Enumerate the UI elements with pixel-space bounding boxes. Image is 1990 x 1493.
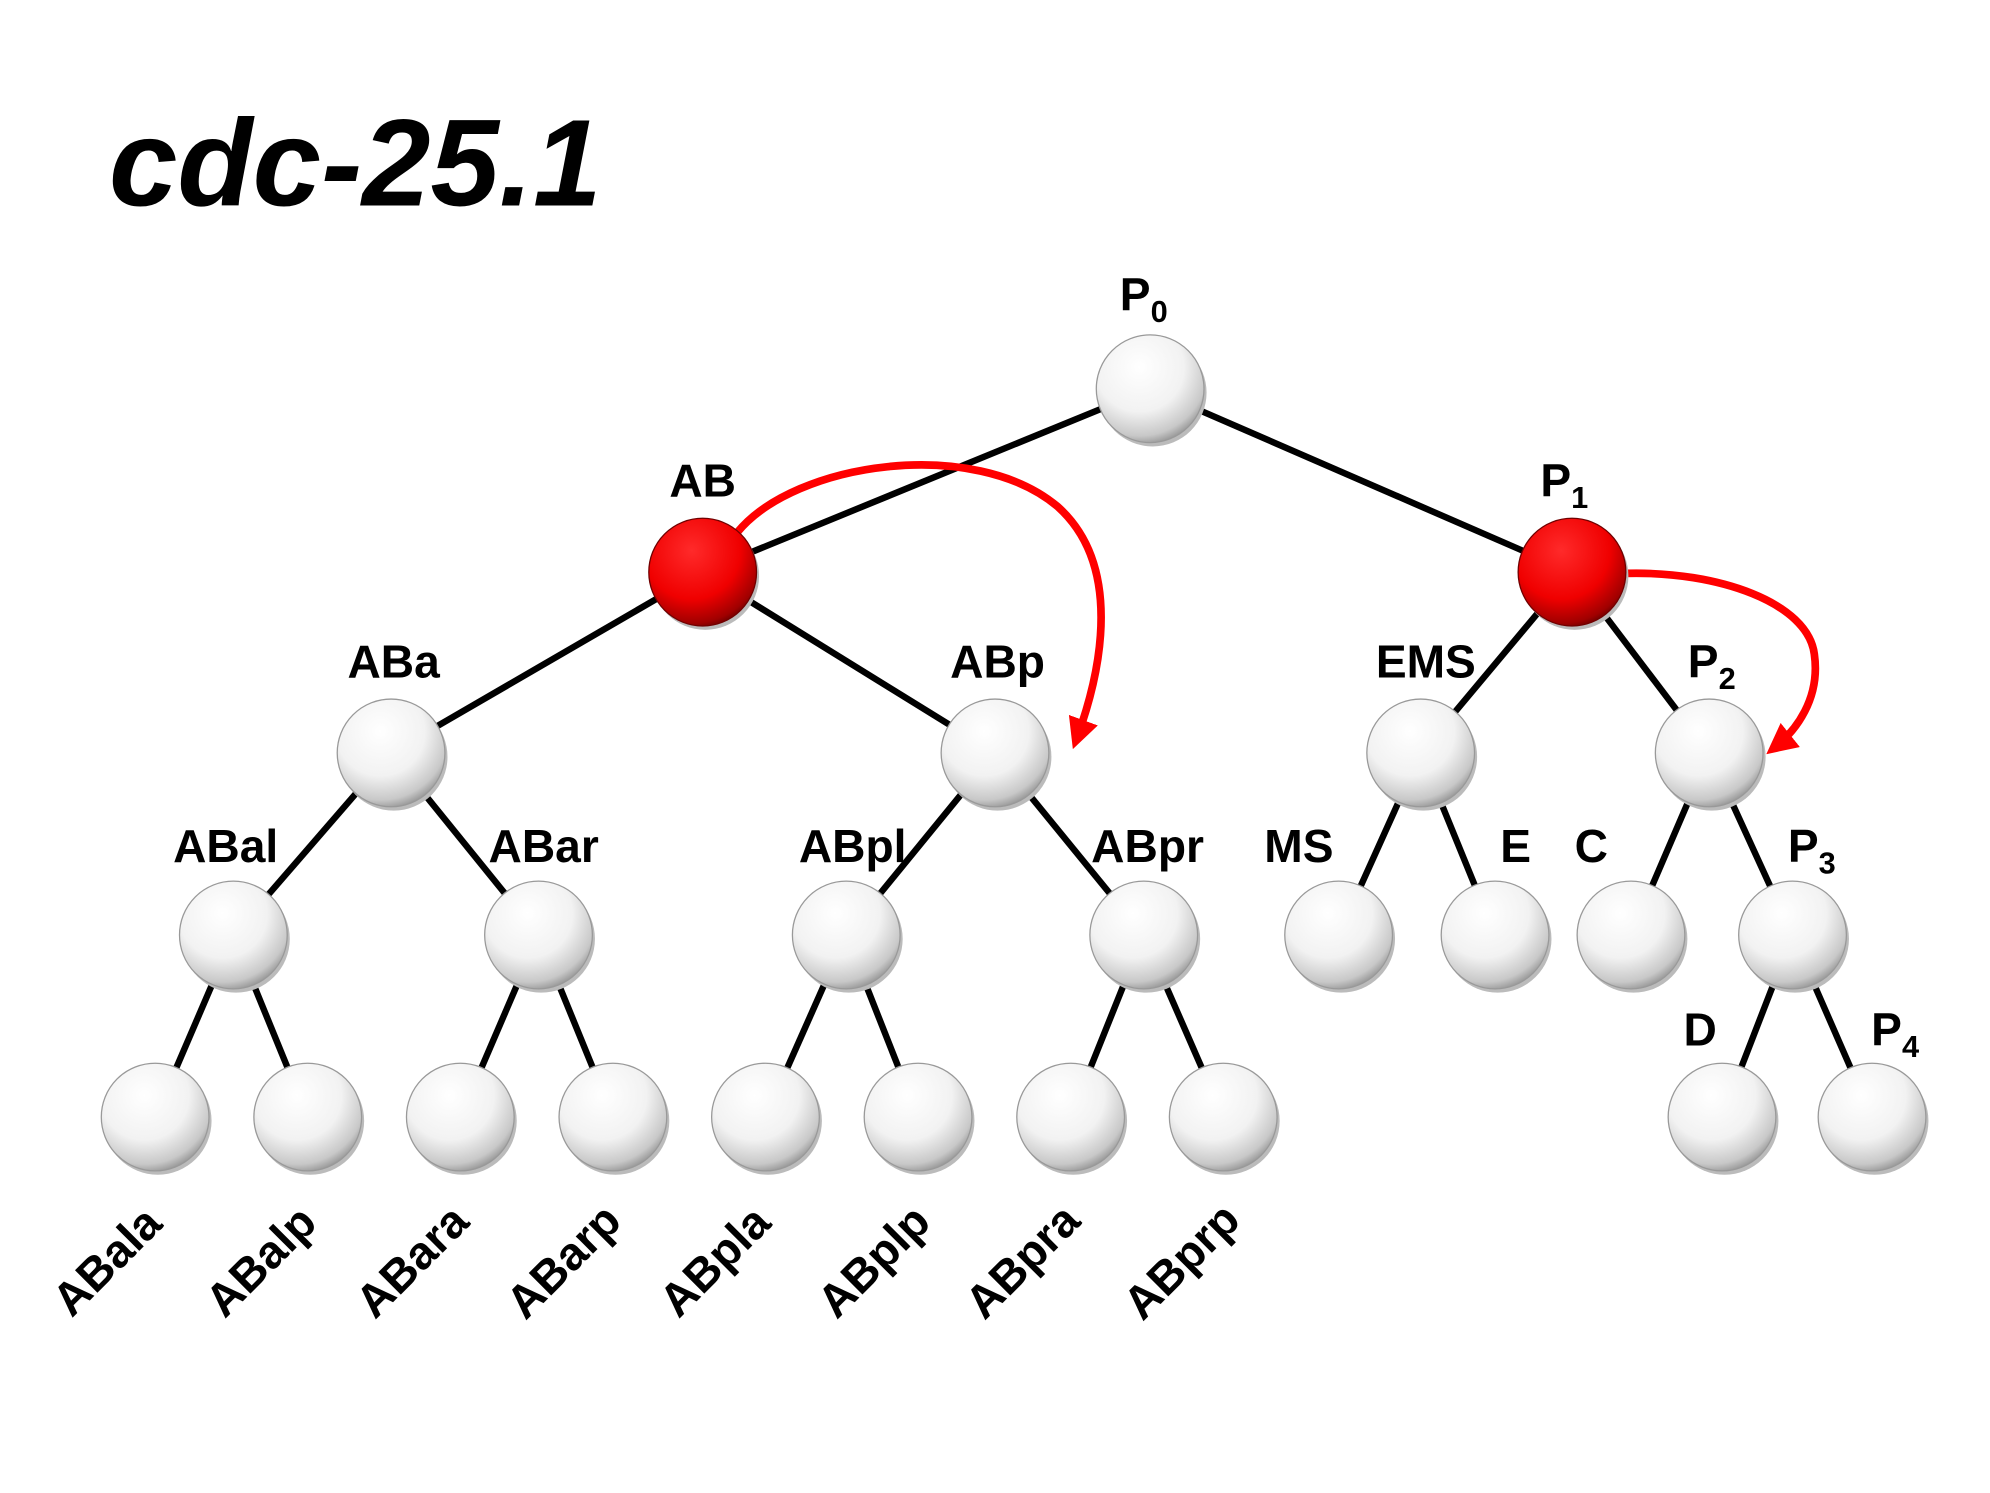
nodes	[100, 334, 1929, 1175]
label-main: ABa	[347, 635, 440, 687]
cell-label-EMS: EMS	[1376, 635, 1476, 687]
label-subscript: 0	[1151, 294, 1168, 329]
gene-title: cdc-25.1	[109, 95, 602, 232]
cell-node-ABpl	[791, 880, 901, 990]
label-main: ABpra	[955, 1193, 1090, 1328]
cell-label-ABplp: ABplp	[807, 1194, 940, 1327]
label-main: ABpl	[799, 820, 907, 872]
label-subscript: 1	[1571, 480, 1588, 515]
cell-label-ABprp: ABprp	[1113, 1193, 1249, 1329]
cell-node-ABala	[100, 1062, 210, 1172]
cell-node-ABa	[336, 698, 446, 808]
cell-label-C: C	[1575, 820, 1608, 872]
label-main: P	[1788, 820, 1819, 872]
cell-node-ABprp	[1168, 1062, 1278, 1172]
cell-label-E: E	[1500, 820, 1531, 872]
cell-node-AB	[648, 517, 758, 627]
cell-node-P0	[1095, 334, 1205, 444]
arrow-P1-to-P2	[1625, 569, 1820, 755]
label-main: MS	[1264, 820, 1333, 872]
cell-label-P3: P3	[1788, 820, 1836, 881]
label-main: ABala	[42, 1196, 171, 1325]
cell-label-P1: P1	[1540, 454, 1588, 515]
cell-node-C	[1576, 880, 1686, 990]
label-main: ABar	[489, 820, 599, 872]
edge-P0-AB	[701, 385, 1152, 576]
label-main: ABalp	[195, 1195, 326, 1326]
label-main: ABarp	[496, 1194, 631, 1329]
cell-node-P4	[1817, 1062, 1927, 1172]
label-main: ABara	[345, 1194, 478, 1327]
cell-node-ABar	[484, 880, 594, 990]
label-main: ABpr	[1091, 820, 1204, 872]
edge-AB-ABa	[389, 569, 705, 756]
cell-label-ABpl: ABpl	[799, 820, 907, 872]
cell-label-P2: P2	[1688, 635, 1736, 696]
label-main: E	[1500, 820, 1531, 872]
cell-label-P0: P0	[1120, 269, 1168, 330]
cell-label-ABala: ABala	[42, 1196, 171, 1325]
label-main: ABp	[950, 635, 1045, 687]
cell-node-P1	[1517, 517, 1627, 627]
cell-node-ABp	[940, 698, 1050, 808]
label-main: C	[1575, 820, 1608, 872]
label-subscript: 2	[1719, 661, 1736, 696]
cell-label-MS: MS	[1264, 820, 1333, 872]
cell-label-ABa: ABa	[347, 635, 440, 687]
label-subscript: 4	[1902, 1029, 1919, 1064]
cell-node-ABarp	[558, 1062, 668, 1172]
label-main: ABpla	[649, 1195, 780, 1326]
cell-node-MS	[1284, 880, 1394, 990]
arrow-AB-to-ABp	[734, 461, 1105, 750]
label-main: P	[1871, 1003, 1902, 1055]
cell-node-ABalp	[253, 1062, 363, 1172]
cell-label-D: D	[1684, 1003, 1717, 1055]
label-main: AB	[669, 454, 736, 506]
label-main: EMS	[1376, 635, 1476, 687]
cell-node-ABal	[178, 880, 288, 990]
cell-label-ABar: ABar	[489, 820, 599, 872]
cell-label-ABalp: ABalp	[195, 1195, 326, 1326]
cell-label-ABpla: ABpla	[649, 1195, 780, 1326]
cell-label-P4: P4	[1871, 1003, 1919, 1064]
edge-P0-P1	[1148, 385, 1574, 576]
cell-node-P3	[1738, 880, 1848, 990]
cell-node-D	[1667, 1062, 1777, 1172]
cell-node-E	[1440, 880, 1550, 990]
label-main: ABplp	[807, 1194, 940, 1327]
cell-label-ABara: ABara	[345, 1194, 478, 1327]
cell-node-ABpla	[710, 1062, 820, 1172]
cell-label-ABp: ABp	[950, 635, 1045, 687]
arrows	[734, 461, 1820, 755]
label-main: D	[1684, 1003, 1717, 1055]
cell-label-ABpr: ABpr	[1091, 820, 1204, 872]
cell-node-ABplp	[863, 1062, 973, 1172]
cell-node-ABpra	[1016, 1062, 1126, 1172]
label-main: P	[1540, 454, 1571, 506]
cell-node-P2	[1654, 698, 1764, 808]
cell-label-ABarp: ABarp	[496, 1194, 631, 1329]
cell-label-ABpra: ABpra	[955, 1193, 1090, 1328]
label-subscript: 3	[1819, 845, 1836, 880]
label-main: ABprp	[1113, 1193, 1249, 1329]
cell-node-ABpr	[1089, 880, 1199, 990]
cell-node-EMS	[1366, 698, 1476, 808]
cell-label-ABal: ABal	[173, 820, 278, 872]
label-main: ABal	[173, 820, 278, 872]
label-main: P	[1120, 269, 1151, 321]
cell-label-AB: AB	[669, 454, 736, 506]
cell-node-ABara	[405, 1062, 515, 1172]
label-main: P	[1688, 635, 1719, 687]
